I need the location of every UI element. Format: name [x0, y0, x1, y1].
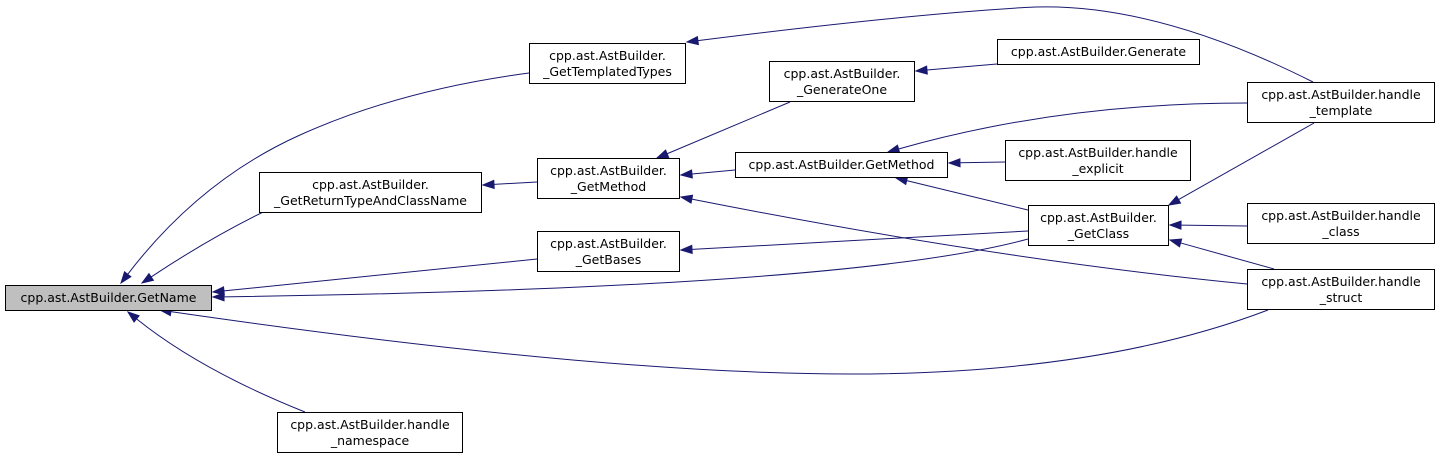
arrowhead-handle-struct-to-getmethod-private: [679, 194, 694, 204]
arrowhead-generate-to-generateone: [914, 65, 928, 75]
arrowhead-getclass-to-getbases: [679, 244, 693, 255]
node-handle-template[interactable]: cpp.ast.AstBuilder.handle _template: [1247, 82, 1435, 123]
edge-getbases-to-getname: [223, 258, 538, 292]
node-label-line: cpp.ast.AstBuilder.: [550, 162, 667, 178]
edge-generate-to-generateone: [926, 63, 998, 71]
node-label-line: _struct: [1319, 289, 1363, 305]
node-label-line: cpp.ast.AstBuilder.: [312, 176, 429, 192]
edge-getclass-to-getbases: [691, 230, 1029, 250]
node-get-templated-types[interactable]: cpp.ast.AstBuilder. _GetTemplatedTypes: [529, 43, 686, 84]
node-label-line: cpp.ast.AstBuilder.: [783, 65, 901, 81]
node-label-line: cpp.ast.AstBuilder.handle: [1261, 86, 1421, 102]
node-label-line: cpp.ast.AstBuilder.handle: [1261, 273, 1421, 289]
arrowhead-handle-namespace-to-getname: [126, 311, 140, 323]
edge-handle-explicit-to-getmethod: [959, 161, 1006, 164]
edge-generateone-to-getmethod-private: [666, 101, 791, 155]
node-label-line: _GetTemplatedTypes: [543, 63, 672, 79]
node-get-method[interactable]: cpp.ast.AstBuilder.GetMethod: [735, 152, 948, 178]
arrowhead-gettemplatedtypes-to-getname: [120, 271, 132, 285]
node-get-class[interactable]: cpp.ast.AstBuilder. _GetClass: [1028, 205, 1169, 246]
edge-gettemplatedtypes-to-getname: [127, 72, 530, 275]
arrowhead-getreturntype-to-getname: [140, 272, 155, 284]
node-label-line: cpp.ast.AstBuilder.Generate: [1010, 44, 1187, 59]
node-getname: cpp.ast.AstBuilder.GetName: [5, 285, 212, 311]
edge-handle-struct-to-getmethod-private: [691, 198, 1248, 285]
edge-getclass-to-getname: [223, 238, 1029, 298]
node-generate-one[interactable]: cpp.ast.AstBuilder. _GenerateOne: [769, 61, 915, 102]
arrowhead-handle-template-to-gettemplatedtypes: [685, 35, 700, 46]
node-label-line: cpp.ast.AstBuilder.handle: [1018, 144, 1178, 160]
node-label-line: _GetClass: [1067, 225, 1130, 241]
node-handle-struct[interactable]: cpp.ast.AstBuilder.handle _struct: [1247, 269, 1435, 310]
node-generate[interactable]: cpp.ast.AstBuilder.Generate: [997, 39, 1200, 65]
edge-handle-template-to-getclass: [1178, 122, 1315, 201]
node-label-line: _namespace: [330, 432, 410, 448]
edge-handle-class-to-getclass: [1180, 224, 1248, 227]
edge-handle-template-to-gettemplatedtypes: [697, 6, 1314, 83]
node-get-return-type-and-class-name[interactable]: cpp.ast.AstBuilder. _GetReturnTypeAndCla…: [259, 172, 482, 213]
node-label-line: _template: [1309, 102, 1373, 118]
node-handle-explicit[interactable]: cpp.ast.AstBuilder.handle _explicit: [1005, 140, 1191, 181]
arrowhead-getbases-to-getname: [211, 286, 225, 296]
node-label-line: cpp.ast.AstBuilder.handle: [1261, 207, 1421, 223]
edge-handle-struct-to-getname: [170, 309, 1269, 375]
edge-handle-struct-to-getclass: [1180, 242, 1275, 270]
edge-handle-namespace-to-getname: [136, 318, 306, 413]
node-label-line: cpp.ast.AstBuilder.GetName: [20, 290, 197, 305]
arrowhead-getclass-to-getname: [211, 292, 225, 302]
edge-getclass-to-getmethod: [906, 180, 1029, 211]
arrowhead-handle-struct-to-getclass: [1168, 238, 1183, 248]
edge-getmethod-private-to-getreturntype: [493, 181, 538, 185]
node-handle-namespace[interactable]: cpp.ast.AstBuilder.handle _namespace: [277, 412, 463, 453]
edge-getmethod-to-getmethod-private: [691, 169, 736, 175]
node-label-line: cpp.ast.AstBuilder.: [550, 235, 667, 251]
arrowhead-handle-template-to-getclass: [1167, 195, 1182, 206]
node-label-line: _GetReturnTypeAndClassName: [274, 192, 467, 208]
edge-handle-template-to-getmethod: [898, 102, 1248, 150]
arrowhead-getmethod-to-getmethod-private: [679, 169, 693, 179]
node-label-line: cpp.ast.AstBuilder.: [549, 47, 666, 63]
node-label-line: _class: [1322, 223, 1360, 239]
node-handle-class[interactable]: cpp.ast.AstBuilder.handle _class: [1247, 203, 1435, 244]
node-get-bases[interactable]: cpp.ast.AstBuilder. _GetBases: [537, 231, 680, 272]
node-label-line: _GetMethod: [570, 178, 647, 194]
node-private-get-method[interactable]: cpp.ast.AstBuilder. _GetMethod: [537, 158, 680, 199]
node-label-line: _explicit: [1072, 160, 1124, 176]
node-label-line: cpp.ast.AstBuilder.: [1040, 209, 1157, 225]
arrowhead-generateone-to-getmethod-private: [655, 149, 670, 159]
node-label-line: cpp.ast.AstBuilder.handle: [290, 416, 450, 432]
arrowhead-handle-class-to-getclass: [1168, 220, 1182, 230]
node-label-line: _GetBases: [575, 251, 642, 267]
node-label-line: cpp.ast.AstBuilder.GetMethod: [748, 157, 935, 172]
arrowhead-getmethod-private-to-getreturntype: [481, 179, 495, 190]
node-label-line: _GenerateOne: [796, 81, 888, 97]
arrowhead-handle-explicit-to-getmethod: [947, 158, 961, 168]
